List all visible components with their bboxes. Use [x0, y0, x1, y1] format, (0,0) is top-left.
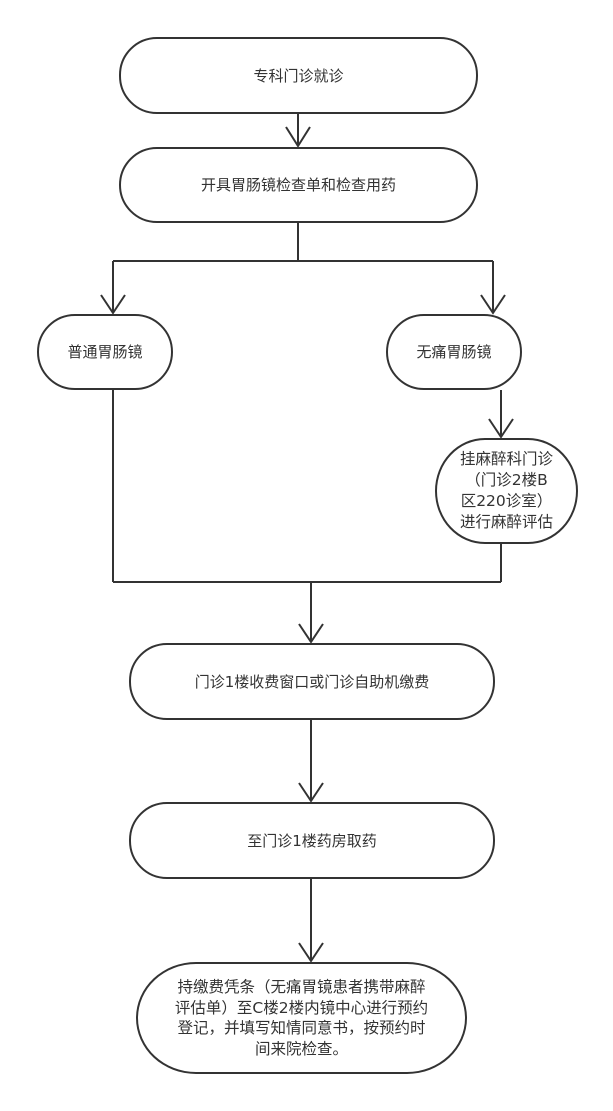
arrowhead-n7-n8	[298, 942, 324, 963]
node-label: 专科门诊就诊	[253, 66, 344, 85]
node-appointment-registration: 持缴费凭条（无痛胃镜患者携带麻醉 评估单）至C楼2楼内镜中心进行预约 登记，并填…	[136, 962, 467, 1074]
node-label: 开具胃肠镜检查单和检查用药	[200, 176, 396, 194]
node-label-line: 登记，并填写知情同意书，按预约时	[177, 1019, 426, 1037]
node-label: 挂麻醉科门诊 （门诊2楼B 区220诊室） 进行麻醉评估	[460, 449, 553, 533]
arrowhead-n2-n4	[480, 294, 506, 315]
node-label-line: 区220诊室）	[460, 492, 553, 510]
node-issue-exam-order: 开具胃肠镜检查单和检查用药	[119, 147, 478, 223]
node-label-line: 评估单）至C楼2楼内镜中心进行预约	[174, 998, 429, 1017]
node-regular-endoscopy: 普通胃肠镜	[37, 314, 173, 390]
node-pharmacy-pickup: 至门诊1楼药房取药	[129, 802, 495, 879]
node-label: 普通胃肠镜	[67, 343, 143, 361]
node-painless-endoscopy: 无痛胃肠镜	[386, 314, 522, 390]
arrowhead-n6-n7	[298, 782, 324, 803]
node-label-line: 持缴费凭条（无痛胃镜患者携带麻醉	[177, 978, 426, 996]
node-label: 门诊1楼收费窗口或门诊自助机缴费	[194, 672, 430, 691]
node-label-line: （门诊2楼B	[465, 471, 548, 489]
node-label: 持缴费凭条（无痛胃镜患者携带麻醉 评估单）至C楼2楼内镜中心进行预约 登记，并填…	[175, 977, 428, 1059]
arrowhead-n4-n5	[488, 418, 514, 439]
node-label-line: 进行麻醉评估	[459, 513, 553, 531]
arrowhead-n1-n2	[285, 126, 311, 148]
node-specialist-clinic-visit: 专科门诊就诊	[119, 37, 478, 114]
node-label: 至门诊1楼药房取药	[247, 831, 377, 850]
arrowhead-merge-n6	[298, 623, 324, 644]
node-anesthesia-assessment: 挂麻醉科门诊 （门诊2楼B 区220诊室） 进行麻醉评估	[435, 438, 578, 544]
node-label-line: 挂麻醉科门诊	[459, 450, 553, 468]
node-payment: 门诊1楼收费窗口或门诊自助机缴费	[129, 643, 495, 720]
arrowhead-n2-n3	[100, 294, 126, 315]
node-label-line: 间来院检查。	[254, 1039, 348, 1058]
node-label: 无痛胃肠镜	[416, 343, 492, 361]
